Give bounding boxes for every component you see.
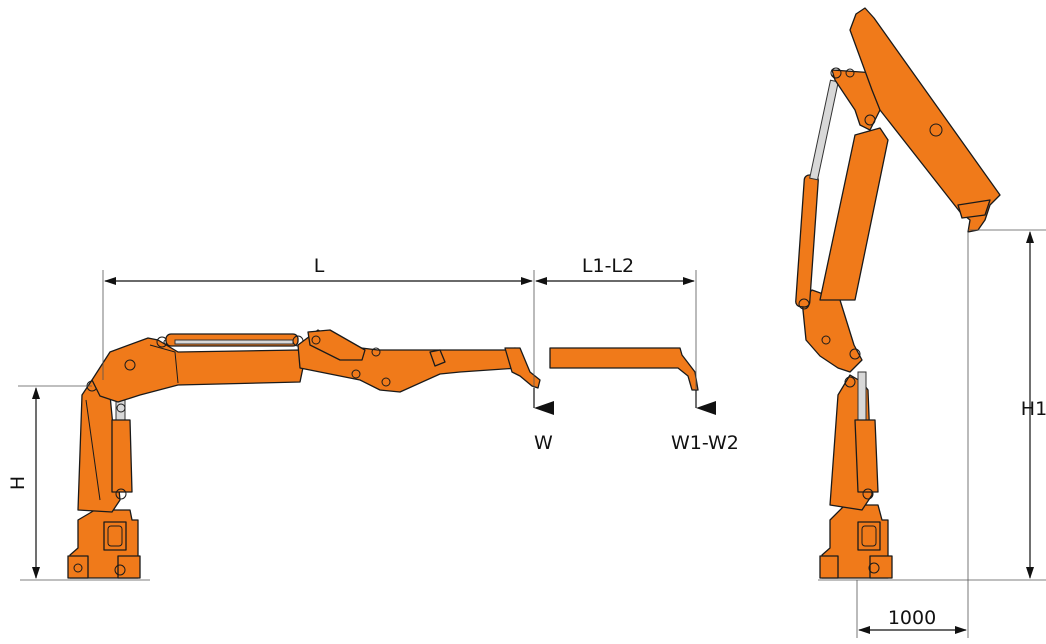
crane-column-right xyxy=(829,371,879,511)
label-W1-W2: W1-W2 xyxy=(671,432,739,454)
second-boom-left xyxy=(297,329,541,393)
crane-raised-view: H1 1000 xyxy=(795,7,1046,638)
crane-base-right xyxy=(819,504,893,579)
label-L1-L2: L1-L2 xyxy=(582,255,634,277)
crane-horizontal-view: L L1-L2 W W1-W2 H xyxy=(7,255,739,581)
label-H1: H1 xyxy=(1021,398,1046,420)
label-L: L xyxy=(314,255,325,277)
label-W: W xyxy=(534,432,553,454)
dimension-offset: 1000 xyxy=(856,580,967,638)
crane-base-left xyxy=(67,509,141,579)
dimension-H: H xyxy=(7,385,92,579)
dimension-H1: H1 xyxy=(967,229,1046,638)
label-H: H xyxy=(7,476,29,490)
dimension-L: L xyxy=(102,255,535,400)
load-arrow-W: W xyxy=(533,388,554,454)
load-arrow-W1-W2: W1-W2 xyxy=(671,390,739,454)
second-boom-right xyxy=(849,7,1001,233)
label-offset: 1000 xyxy=(888,607,936,629)
dimension-L1-L2: L1-L2 xyxy=(535,255,697,392)
lift-cylinder-left xyxy=(111,394,133,500)
boom-extension-left xyxy=(549,347,699,391)
main-boom-left xyxy=(91,333,306,403)
main-boom-right xyxy=(795,69,889,373)
